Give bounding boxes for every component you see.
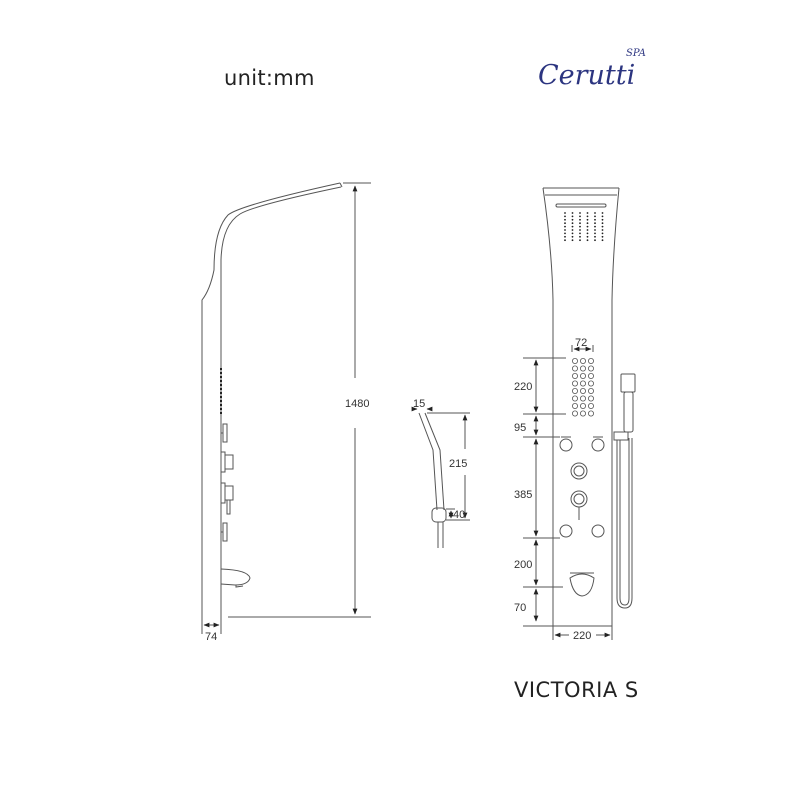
- body-jets: [572, 357, 595, 417]
- dimension-depth: [201, 620, 222, 634]
- panel-width-label: 220: [573, 630, 591, 642]
- jet-height-label: 220: [514, 381, 532, 393]
- side-view-panel: [201, 182, 343, 620]
- hand-shower-front: [613, 373, 636, 609]
- spout-bottom-label: 70: [514, 602, 526, 614]
- dimension-hand-shower: [411, 406, 470, 521]
- gap-controls-label: 95: [514, 422, 526, 434]
- depth-label: 74: [205, 631, 217, 643]
- front-view-panel: [542, 187, 620, 627]
- unit-label: unit:mm: [224, 66, 315, 90]
- brand-logo: Cerutti: [538, 60, 636, 91]
- hand-shower-width-label: 15: [413, 398, 425, 410]
- controls-height-label: 385: [514, 489, 532, 501]
- total-height-label: 1480: [345, 398, 369, 410]
- rain-jets: [564, 212, 604, 242]
- controls: [559, 436, 605, 597]
- brand-logo-suffix: SPA: [626, 48, 646, 59]
- hand-shower-length-label: 215: [449, 458, 467, 470]
- hand-shower-side: [418, 412, 447, 548]
- model-name: VICTORIA S: [514, 678, 639, 702]
- dimension-total-height: [228, 182, 371, 618]
- front-dimensions: [523, 345, 613, 640]
- jet-width-label: 72: [575, 337, 587, 349]
- holder-height-label: 40: [453, 509, 465, 521]
- gap-spout-label: 200: [514, 559, 532, 571]
